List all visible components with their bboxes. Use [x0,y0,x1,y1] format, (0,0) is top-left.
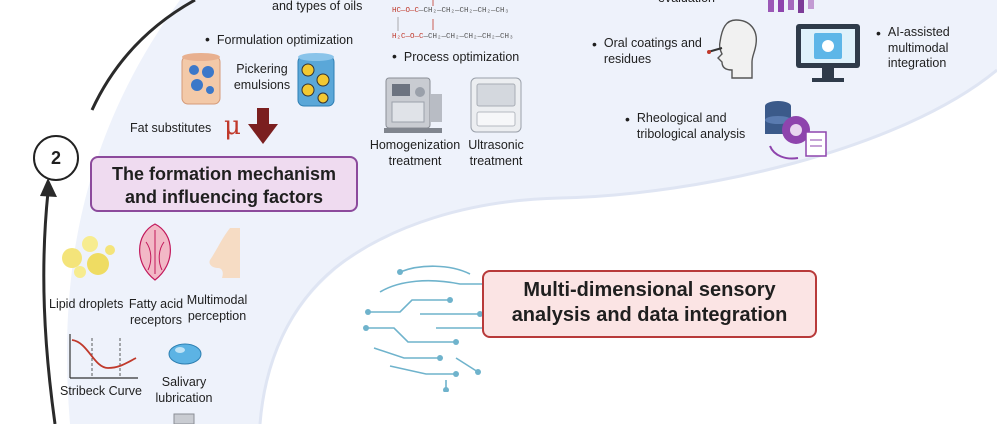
formation-title-box: The formation mechanism and influencing … [90,156,358,212]
sensory-title-line1: Multi-dimensional sensory [523,279,776,301]
fatty-acid-label: Fatty acid receptors [128,297,184,327]
lipid-droplets-icon [62,236,115,278]
inner-white-arc [258,68,997,424]
formulation-label: Formulation optimization [205,31,353,49]
fat-substitutes-label: Fat substitutes [130,121,212,135]
oil-types-label: and types of oils [272,0,363,13]
rheological-label: Rheological and tribological analysis [636,111,746,141]
circuit-brain-icon [363,265,493,392]
rheological-row: Rheological and tribological analysis [625,111,767,142]
sensory-title-box: Multi-dimensional sensory analysis and d… [482,270,817,338]
lipid-label: Lipid droplets [49,297,124,311]
multimodal-label: Multimodal perception [186,293,248,323]
sensory-title-line2: analysis and data integration [511,304,788,326]
pickering-emulsion-icons [181,53,335,107]
formation-title-line2: and influencing factors [124,186,324,207]
chem-bonds [397,0,434,31]
homogenization-label: Homogenization treatment [369,138,461,168]
chem-row-1-chain: —CH₂—CH₂—CH₂—CH₂—CH₃ [419,7,510,15]
database-gear-icon [765,101,827,160]
device-top-icon [173,413,195,424]
fatty-acid-receptor-icon [139,223,171,281]
blue-panel [67,0,997,424]
evaluation-label: evaluation [658,0,715,7]
stribeck-label: Stribeck Curve [60,384,142,398]
ultrasonic-label: Ultrasonic treatment [468,138,524,168]
saliva-droplet-icon [168,343,202,365]
chem-row-2-chain: —CH₂—CH₂—CH₂—CH₂—CH₃ [423,33,514,41]
down-arrow-icon [248,108,278,144]
homogenizer-icon [384,77,442,133]
process-label: Process optimization [392,48,519,66]
formation-title-line1: The formation mechanism [111,164,337,184]
emulsion-cylinder-left [181,53,221,105]
bar-stripes-icon [768,0,814,13]
arc-arrowhead [40,178,57,197]
mu-symbol: μ [224,111,241,141]
chem-row-2: H₂C—O—C—CH₂—CH₂—CH₂—CH₂—CH₃ [392,33,514,41]
chem-row-1-prefix: HC—O—C [392,7,420,15]
outer-arc-top [90,0,196,111]
outer-arc-bottom [42,191,57,424]
ai-label-row: AI-assisted multimodal integration [876,25,988,72]
nose-profile-icon [209,228,240,278]
ai-label: AI-assisted multimodal integration [887,25,950,71]
step-number-badge: 2 [33,135,79,181]
oral-coatings-line1: Oral coatings and residues [592,36,704,67]
salivary-label: Salivary lubrication [155,375,213,405]
ultrasonic-device-icon [470,77,522,133]
step-number: 2 [50,147,61,168]
chem-row-2-prefix: H₂C—O—C [392,33,424,41]
human-head-icon [707,19,757,79]
chem-row-1: HC—O—C—CH₂—CH₂—CH₂—CH₂—CH₃ [392,7,509,15]
emulsion-cylinder-right [297,53,335,107]
oral-coatings-label: Oral coatings and residues [603,36,702,66]
ai-bullet [876,27,888,41]
monitor-ai-icon [796,24,860,82]
pickering-label: Pickering emulsions [233,62,291,92]
stribeck-curve-chart [69,334,138,379]
